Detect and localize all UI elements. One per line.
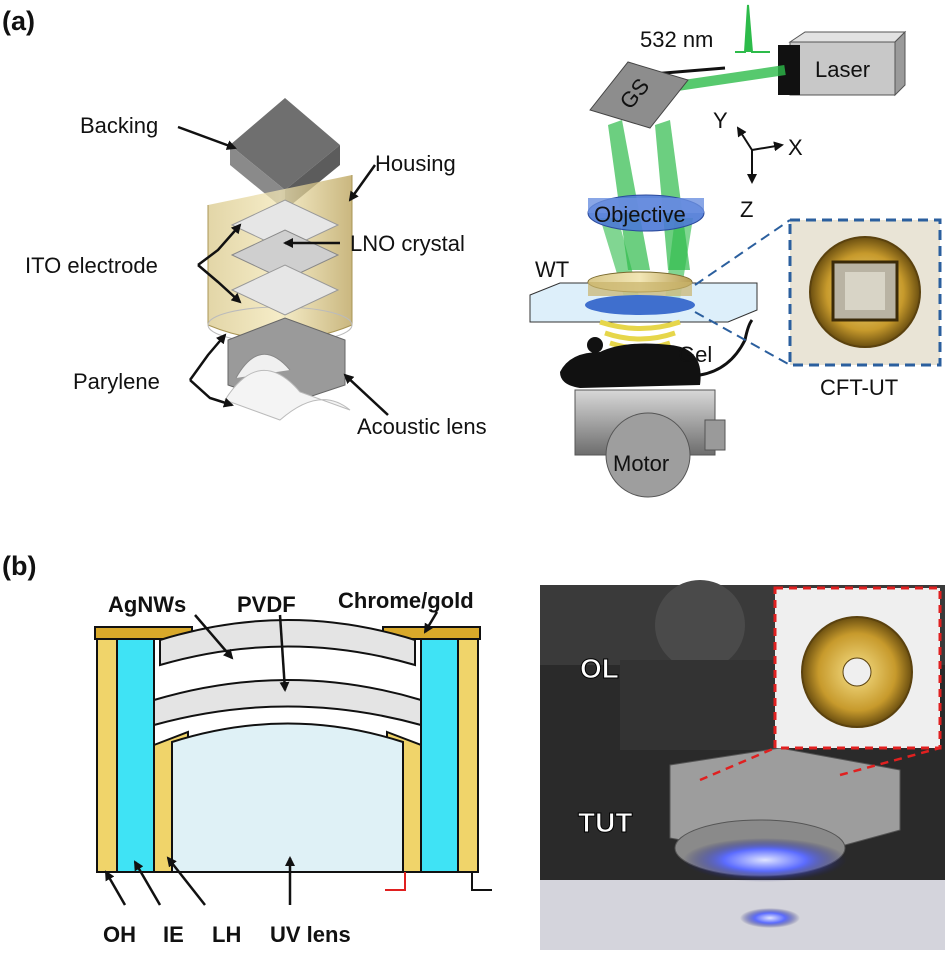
inner-electrode-right xyxy=(420,636,459,873)
label-axis-y: Y xyxy=(713,108,728,133)
label-wavelength: 532 nm xyxy=(640,27,713,52)
label-uv-lens: UV lens xyxy=(270,922,351,947)
agnws-layer xyxy=(159,619,416,667)
label-axis-z: Z xyxy=(740,197,753,222)
label-parylene: Parylene xyxy=(73,369,160,394)
label-objective: Objective xyxy=(594,202,686,227)
parylene-bottom xyxy=(224,369,351,421)
optical-system xyxy=(529,4,907,498)
label-gel: Gel xyxy=(678,342,712,367)
label-ie: IE xyxy=(163,922,184,947)
label-motor: Motor xyxy=(613,451,669,476)
label-axis-x: X xyxy=(788,135,803,160)
outer-housing-right xyxy=(457,636,479,873)
uv-lens xyxy=(171,722,404,873)
label-backing: Backing xyxy=(80,113,158,138)
gs-mirror xyxy=(589,61,689,129)
inner-electrode-left xyxy=(116,636,155,873)
mouse-silhouette xyxy=(560,343,701,388)
label-oh: OH xyxy=(103,922,136,947)
exploded-transducer xyxy=(207,98,353,421)
label-ito: ITO electrode xyxy=(25,253,158,278)
ito-electrode-bottom xyxy=(230,264,340,316)
label-acoustic-lens: Acoustic lens xyxy=(357,414,487,439)
axes-indicator xyxy=(736,126,784,184)
panel-b-label: (b) xyxy=(2,551,36,581)
label-pvdf: PVDF xyxy=(237,592,296,617)
label-wt: WT xyxy=(535,257,569,282)
transducer-schematic xyxy=(94,619,492,891)
label-laser: Laser xyxy=(815,57,870,82)
label-chrome-gold: Chrome/gold xyxy=(338,588,474,613)
label-ol: OL xyxy=(580,653,619,684)
label-tut: TUT xyxy=(578,807,632,838)
label-housing: Housing xyxy=(375,151,456,176)
tut-photo xyxy=(540,580,945,950)
label-cft-ut: CFT-UT xyxy=(820,375,898,400)
panel-a-label: (a) xyxy=(2,6,35,36)
pvdf-layer xyxy=(153,679,422,727)
label-lno: LNO crystal xyxy=(350,231,465,256)
pulse-icon xyxy=(735,4,770,53)
outer-housing-left xyxy=(96,636,118,873)
label-lh: LH xyxy=(212,922,241,947)
label-agnws: AgNWs xyxy=(108,592,186,617)
backing-block xyxy=(230,98,340,190)
